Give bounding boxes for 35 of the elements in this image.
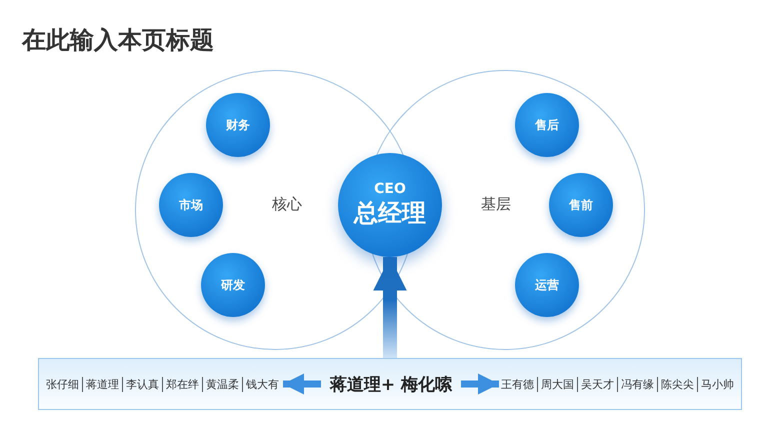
person-name: 张仔细 xyxy=(43,376,83,392)
circle-label: 研发 xyxy=(221,276,245,294)
person-name: 黄温柔 xyxy=(203,376,243,392)
person-name: 李认真 xyxy=(123,376,163,392)
person-name: 钱大有 xyxy=(245,376,280,392)
arrow xyxy=(283,374,321,394)
department-circle xyxy=(515,253,579,317)
person-name: 周大国 xyxy=(538,376,578,392)
department-circle xyxy=(206,93,270,157)
person-name: 马小帅 xyxy=(700,376,735,392)
circle-subtitle: CEO xyxy=(374,181,406,197)
page-title: 在此输入本页标题 xyxy=(22,25,214,56)
arrow xyxy=(461,374,499,394)
department-circle xyxy=(549,173,613,237)
circle-title: 总经理 xyxy=(354,198,426,229)
department-circle xyxy=(201,253,265,317)
department-circle xyxy=(159,173,223,237)
circle-label: 财务 xyxy=(226,116,250,134)
person-name: 王有德 xyxy=(498,376,538,392)
person-name: 陈尖尖 xyxy=(658,376,698,392)
circle-label: 售后 xyxy=(535,116,559,134)
center-circle xyxy=(338,153,442,257)
circle-label: 运营 xyxy=(535,276,559,294)
circle-label: 市场 xyxy=(179,196,203,214)
arrow xyxy=(373,257,407,358)
person-name: 冯有缘 xyxy=(618,376,658,392)
person-name: 吴天才 xyxy=(578,376,618,392)
person-name: 郑在绊 xyxy=(163,376,203,392)
leader-names: 蒋道理+ 梅化嗦 xyxy=(330,374,452,396)
circle-label: 售前 xyxy=(569,196,593,214)
department-circle xyxy=(515,93,579,157)
circle-heading: 核心 xyxy=(272,195,302,214)
circle-heading: 基层 xyxy=(481,195,511,214)
person-name: 蒋道理 xyxy=(83,376,123,392)
name-band xyxy=(38,358,742,410)
